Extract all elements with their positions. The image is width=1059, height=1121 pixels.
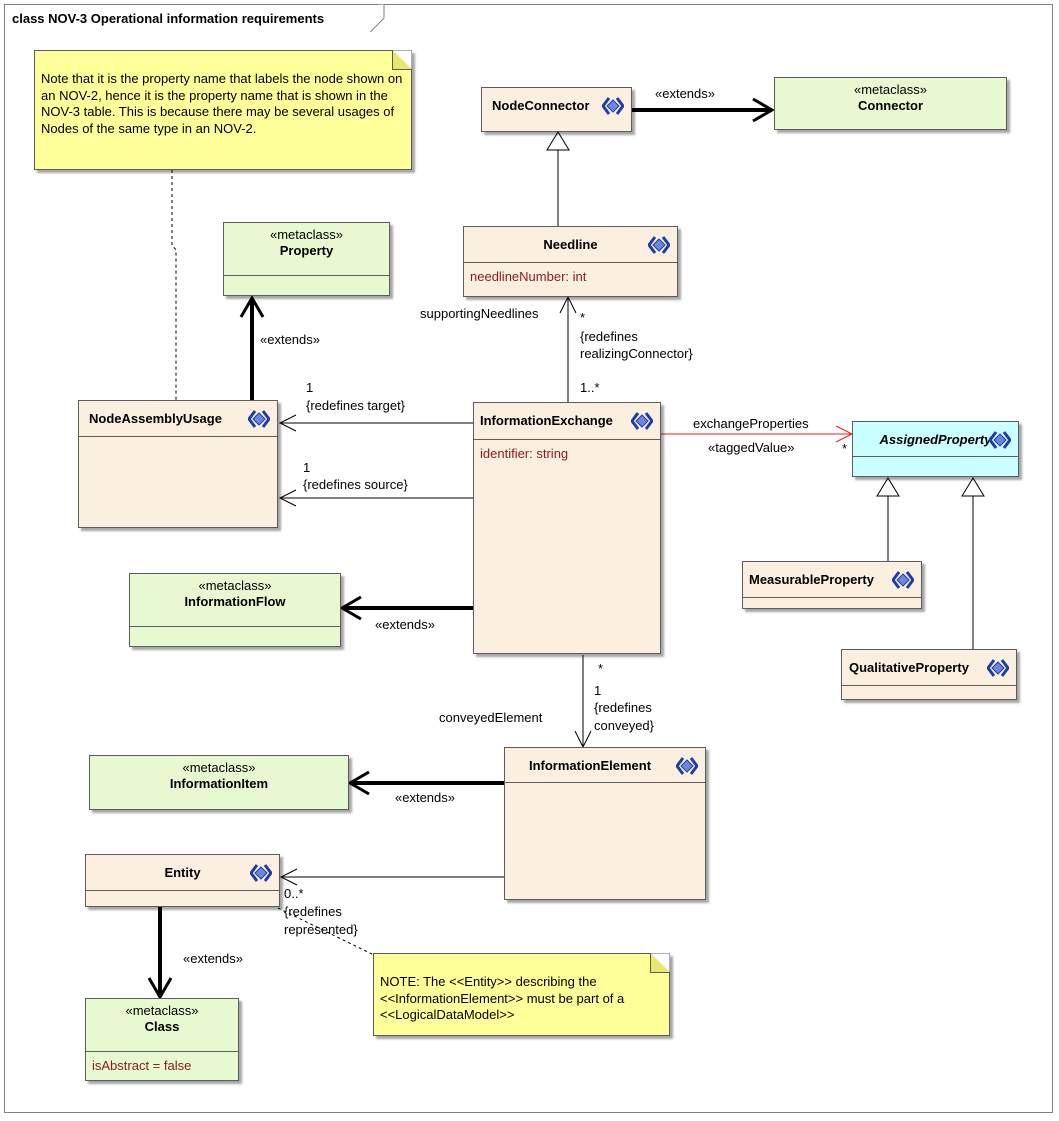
- attribute: identifier: string: [480, 446, 569, 461]
- extends-label: «extends»: [183, 951, 243, 966]
- constraint-label: represented}: [284, 922, 358, 937]
- class-name: InformationFlow: [184, 594, 286, 609]
- class-name: Property: [279, 243, 334, 258]
- role-label: supportingNeedlines: [420, 306, 539, 321]
- class-name: AssignedProperty: [879, 432, 992, 447]
- class-measurable-property[interactable]: MeasurableProperty: [742, 561, 922, 609]
- constraint-label: conveyed}: [594, 718, 654, 733]
- stereotype-label: «taggedValue»: [708, 440, 795, 455]
- element-icon: [989, 431, 1011, 449]
- constraint-label: {redefines: [284, 904, 342, 919]
- role-label: exchangeProperties: [693, 416, 809, 431]
- class-name: Connector: [858, 98, 923, 113]
- extends-label: «extends»: [260, 332, 320, 347]
- element-icon: [631, 412, 653, 430]
- class-class-metaclass[interactable]: «metaclass» Class isAbstract = false: [85, 998, 239, 1081]
- stereotype: «metaclass»: [270, 227, 343, 242]
- class-information-exchange[interactable]: InformationExchange identifier: string: [473, 402, 661, 654]
- bottom-note-text: NOTE: The <<Entity>> describing the <<In…: [380, 974, 625, 1022]
- class-name: Needline: [543, 237, 598, 252]
- frame-title: class NOV-3 Operational information requ…: [12, 11, 325, 26]
- diagram-frame: [4, 4, 1053, 1113]
- constraint-label: {redefines: [594, 700, 652, 715]
- multiplicity-label: 1: [594, 683, 602, 698]
- note-fold-icon: [392, 50, 412, 70]
- class-needline[interactable]: Needline needlineNumber: int: [463, 226, 678, 297]
- element-icon: [602, 97, 624, 115]
- stereotype: «metaclass»: [182, 760, 256, 775]
- frame-title-tab: [4, 4, 385, 32]
- extends-label: «extends»: [375, 617, 435, 632]
- multiplicity-label: 1..*: [580, 380, 600, 395]
- class-name: Class: [144, 1019, 180, 1034]
- class-qualitative-property[interactable]: QualitativeProperty: [841, 649, 1017, 700]
- top-note-link: [171, 170, 177, 400]
- class-assigned-property[interactable]: AssignedProperty: [852, 421, 1019, 477]
- element-icon: [987, 659, 1009, 677]
- attribute: needlineNumber: int: [470, 269, 587, 284]
- multiplicity-label: *: [580, 310, 586, 325]
- stereotype: «metaclass»: [198, 578, 272, 593]
- role-label: conveyedElement: [439, 710, 543, 725]
- top-note: Note that it is the property name that l…: [34, 50, 412, 170]
- class-name: QualitativeProperty: [849, 660, 969, 675]
- multiplicity-label: 0..*: [284, 886, 304, 901]
- bottom-note: NOTE: The <<Entity>> describing the <<In…: [373, 953, 670, 1036]
- element-icon: [676, 757, 698, 775]
- element-icon: [250, 864, 272, 882]
- stereotype: «metaclass»: [125, 1003, 199, 1018]
- class-information-element[interactable]: InformationElement: [504, 747, 706, 900]
- element-icon: [892, 571, 914, 589]
- class-name: InformationExchange: [480, 413, 613, 428]
- class-name: MeasurableProperty: [749, 572, 874, 587]
- class-information-flow[interactable]: «metaclass» InformationFlow: [129, 573, 341, 647]
- extends-label: «extends»: [395, 790, 455, 805]
- element-icon: [648, 236, 670, 254]
- constraint-label: {redefines source}: [303, 477, 408, 492]
- multiplicity-label: *: [842, 441, 848, 456]
- stereotype: «metaclass»: [854, 82, 927, 97]
- class-name: InformationElement: [528, 758, 652, 773]
- constraint-label: realizingConnector}: [580, 346, 693, 361]
- class-node-connector[interactable]: NodeConnector: [481, 87, 632, 132]
- bottom-note-link: [277, 907, 381, 959]
- class-name: NodeConnector: [492, 98, 590, 113]
- attribute: isAbstract = false: [92, 1058, 192, 1073]
- note-fold-icon: [650, 953, 670, 973]
- class-information-item[interactable]: «metaclass» InformationItem: [89, 755, 349, 810]
- class-property[interactable]: «metaclass» Property: [223, 222, 390, 296]
- class-name: Entity: [164, 865, 201, 880]
- top-note-text: Note that it is the property name that l…: [41, 71, 403, 136]
- constraint-label: {redefines target}: [306, 398, 406, 413]
- constraint-label: {redefines: [580, 329, 638, 344]
- class-name: InformationItem: [169, 776, 269, 791]
- class-entity[interactable]: Entity: [85, 854, 280, 907]
- multiplicity-label: 1: [303, 460, 311, 475]
- multiplicity-label: 1: [306, 380, 314, 395]
- element-icon: [248, 410, 270, 428]
- class-connector[interactable]: «metaclass» Connector: [774, 77, 1007, 130]
- class-node-assembly-usage[interactable]: NodeAssemblyUsage: [78, 400, 278, 528]
- class-name: NodeAssemblyUsage: [89, 411, 222, 426]
- multiplicity-label: *: [598, 661, 604, 676]
- extends-label: «extends»: [655, 86, 715, 101]
